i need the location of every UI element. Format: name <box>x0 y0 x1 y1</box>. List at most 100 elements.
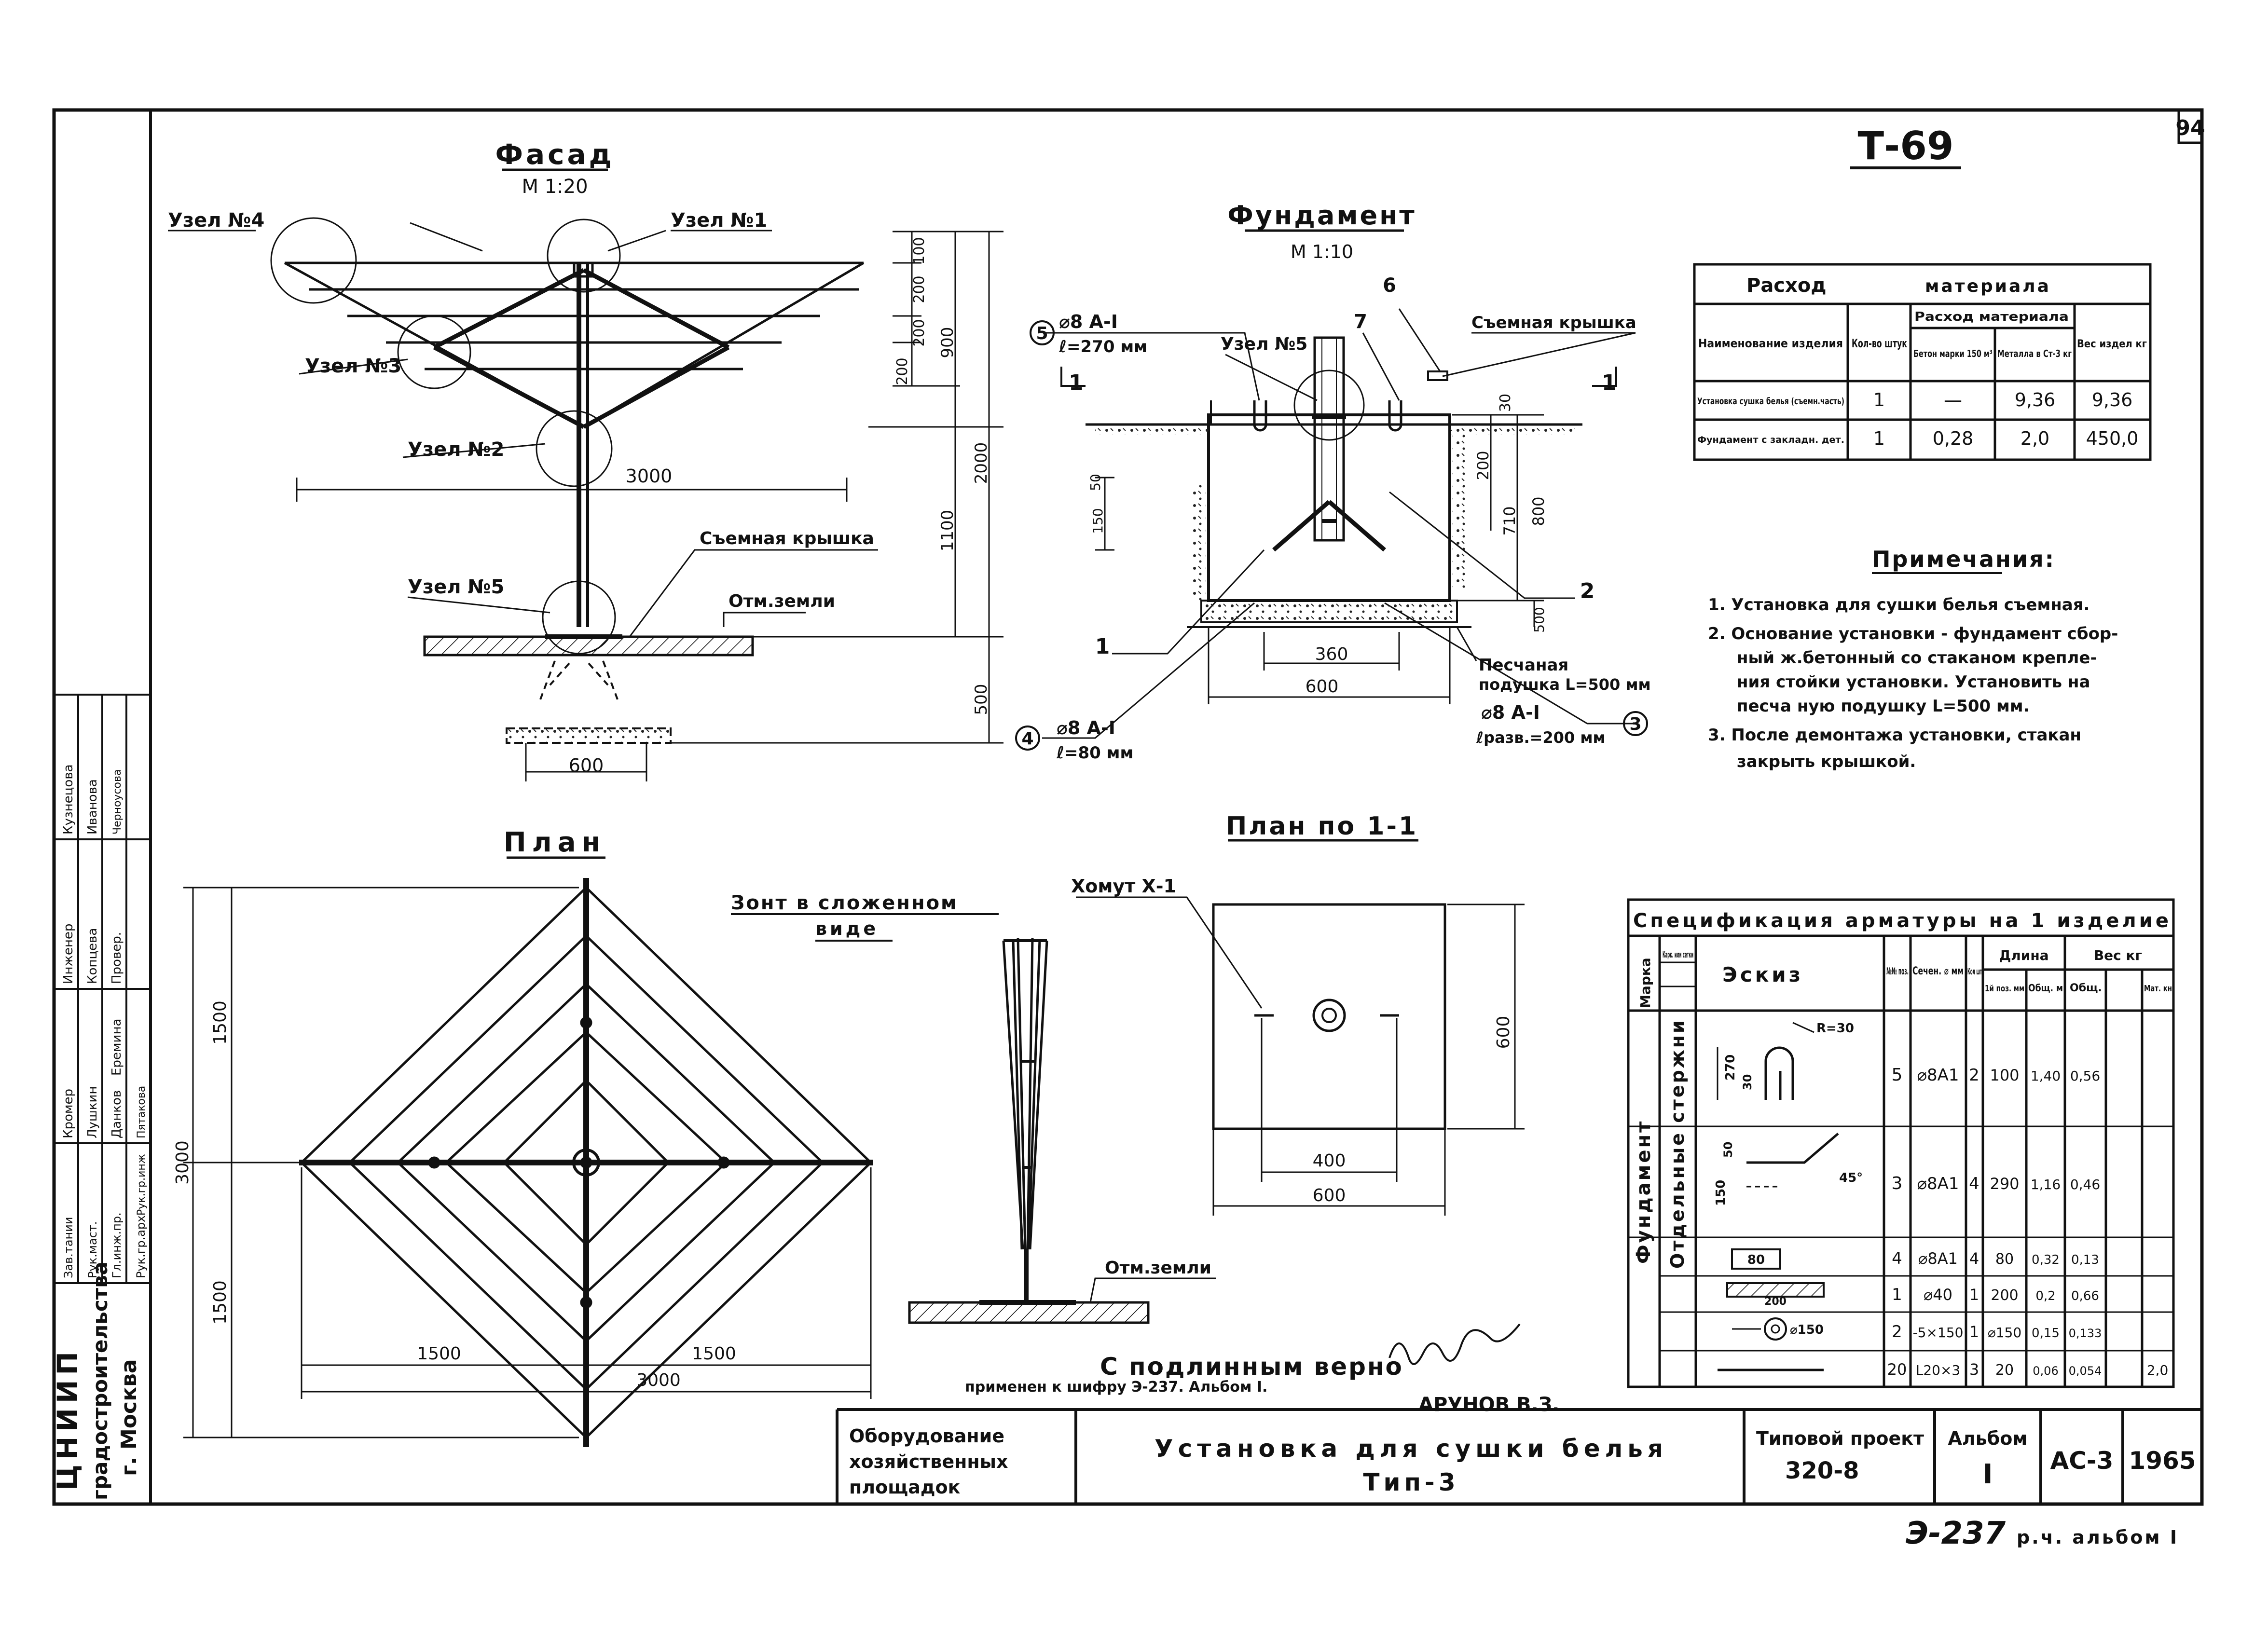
spec-r5-qty: 1 <box>1969 1323 1979 1341</box>
material-row1-metal: 9,36 <box>2015 389 2056 411</box>
spec-h-pos: №№ поз. <box>1886 965 1909 977</box>
certification: С подлинным верно применен к шифру Э-237… <box>965 1323 1559 1416</box>
spec-r6-w1: 0,054 <box>2069 1364 2102 1378</box>
facade-title: Фасад <box>495 138 614 171</box>
spec-r3-len1: 80 <box>1995 1251 2014 1268</box>
stamp-name-b3: Провер. <box>110 932 124 984</box>
material-row2-weight: 450,0 <box>2086 428 2139 449</box>
signer-name: АРУНОВ В.З. <box>1418 1394 1559 1416</box>
certified-text: С подлинным верно <box>1100 1353 1403 1381</box>
material-row1-concrete: — <box>1944 389 1962 411</box>
facade-dim-100: 100 <box>911 237 928 264</box>
spec-r5-w1: 0,133 <box>2069 1327 2102 1340</box>
stamp-name-b1: Инженер <box>61 924 76 984</box>
spec-r3-sect: ⌀8А1 <box>1918 1249 1958 1268</box>
facade-node-3: Узел №3 <box>305 355 401 377</box>
spec-h-w1: Общ. <box>2070 982 2102 994</box>
spec-h-mark: Марка <box>1637 958 1653 1008</box>
spec-sk-200: 200 <box>1764 1296 1787 1308</box>
spec-r6-qty: 3 <box>1969 1360 1979 1379</box>
plan11-dim-600-h: 600 <box>1313 1186 1346 1205</box>
stamp-name-c1: Кузнецова <box>61 764 76 835</box>
spec-r4-len1: 200 <box>1991 1287 2018 1304</box>
material-row2-name: Фундамент с закладн. дет. <box>1697 435 1844 445</box>
material-h-name: Наименование изделия <box>1698 337 1843 350</box>
tb-album-num: I <box>1983 1459 1993 1490</box>
spec-row: 5 ⌀8А1 2 100 1,40 0,56 <box>1892 1065 2101 1085</box>
spec-h-w2: Мат. кн <box>2144 984 2172 994</box>
spec-r6-lensum: 0,06 <box>2033 1364 2058 1378</box>
foundation-pos4: 4 <box>1021 729 1033 749</box>
spec-r5-pos: 2 <box>1892 1322 1902 1342</box>
foundation-dim-500: 500 <box>1531 607 1547 632</box>
spec-h-len: Длина <box>1999 947 2048 963</box>
title-block: Оборудование хозяйственных площадок Уста… <box>836 1408 2202 1504</box>
spec-table: Спецификация арматуры на 1 изделие Марка… <box>1627 898 2175 1388</box>
spec-row: 20 L20×3 3 20 0,06 0,054 2,0 <box>1887 1360 2169 1379</box>
spec-r2-len1: 290 <box>1990 1175 2019 1193</box>
material-h-metal: Металла в Ст-3 кг <box>1997 348 2072 359</box>
spec-sk-50: 50 <box>1721 1142 1735 1158</box>
spec-r3-pos: 4 <box>1892 1249 1902 1268</box>
bottom-ref: Э-237 <box>1906 1516 2006 1551</box>
page-number: 94 <box>2175 116 2205 140</box>
spec-sk-30: 30 <box>1741 1074 1754 1090</box>
bottom-ref-suffix: р.ч. альбом I <box>2017 1527 2179 1548</box>
spec-r6-len1: 20 <box>1995 1362 2014 1379</box>
spec-r4-pos: 1 <box>1892 1285 1902 1304</box>
facade-node-4: Узел №4 <box>168 209 264 232</box>
foundation-callout-2: 2 <box>1580 579 1595 603</box>
stamp-role-4: Рук.гр.арх <box>134 1216 148 1278</box>
stamp-role-2: Рук.маст. <box>86 1221 99 1278</box>
spec-h-qty: Кол шт <box>1967 967 1982 977</box>
notes-line-3: ный ж.бетонный со стаканом крепле- <box>1737 648 2097 668</box>
folded-title-2: виде <box>815 918 879 939</box>
spec-r6-pos: 20 <box>1887 1360 1907 1379</box>
foundation-dim-50: 50 <box>1087 474 1103 491</box>
notes-block: Примечания: 1. Установка для сушки белья… <box>1708 546 2118 771</box>
stamp-role-1: Зав.тании <box>62 1217 75 1278</box>
spec-row: 1 ⌀40 1 200 0,2 0,66 <box>1892 1285 2099 1304</box>
facade-dim-1100: 1100 <box>938 510 957 552</box>
material-h-concrete: Бетон марки 150 м³ <box>1913 348 1993 359</box>
spec-h-sect: Сечен. ⌀ мм <box>1912 965 1964 977</box>
notes-line-4: ния стойки установки. Установить на <box>1737 672 2090 692</box>
material-table: Расход материала Наименование изделия Ко… <box>1693 263 2152 461</box>
spec-sk-r: R=30 <box>1816 1021 1854 1036</box>
spec-r5-lensum: 0,15 <box>2032 1326 2060 1341</box>
plan-dim-1500-h1: 1500 <box>417 1344 461 1364</box>
stamp-role-3: Гл.инж.пр. <box>110 1212 124 1278</box>
spec-r1-len1: 100 <box>1990 1066 2019 1084</box>
facade-dim-3000: 3000 <box>626 465 673 487</box>
foundation-dim-200: 200 <box>1474 451 1492 480</box>
spec-r5-len1: ⌀150 <box>1988 1325 2021 1341</box>
plan-view: План 1500 <box>173 827 873 1447</box>
foundation-callout-7: 7 <box>1354 311 1367 333</box>
foundation-pos4-len: ℓ=80 мм <box>1056 743 1133 763</box>
spec-r4-qty: 1 <box>1969 1286 1979 1304</box>
spec-side-foundation: Фундамент <box>1633 1120 1655 1264</box>
foundation-dim-800: 800 <box>1529 496 1548 526</box>
spec-r5-sect: -5×150 <box>1913 1325 1964 1341</box>
spec-h-sketch: Эскиз <box>1722 963 1803 986</box>
foundation-dim-150: 150 <box>1090 508 1106 534</box>
plan-dim-1500-v2: 1500 <box>210 1280 230 1325</box>
foundation-pos3-bar: ⌀8 А-I <box>1481 702 1540 723</box>
stamp-name-c2: Иванова <box>85 779 100 835</box>
facade-ground: Отм.земли <box>729 591 835 611</box>
spec-r6-sect: L20×3 <box>1916 1362 1961 1378</box>
applied-text: применен к шифру Э-237. Альбом I. <box>965 1379 1267 1396</box>
tb-sheet-id: АС-3 <box>2050 1447 2114 1475</box>
foundation-dim-30: 30 <box>1497 394 1514 412</box>
foundation-dim-600: 600 <box>1306 677 1339 697</box>
foundation-pos3-len: ℓразв.=200 мм <box>1476 728 1606 747</box>
signature <box>1388 1323 1521 1365</box>
material-row2-metal: 2,0 <box>2021 428 2049 449</box>
tb-subtitle: Тип-3 <box>1363 1468 1459 1496</box>
stamp-org-2: градостроительства <box>88 1261 112 1500</box>
plan-dim-1500-h2: 1500 <box>692 1344 736 1364</box>
foundation-callout-1: 1 <box>1095 634 1110 659</box>
material-row2-concrete: 0,28 <box>1933 428 1974 449</box>
spec-title: Спецификация арматуры на 1 изделие <box>1633 910 2169 932</box>
spec-r3-qty: 4 <box>1969 1249 1979 1268</box>
